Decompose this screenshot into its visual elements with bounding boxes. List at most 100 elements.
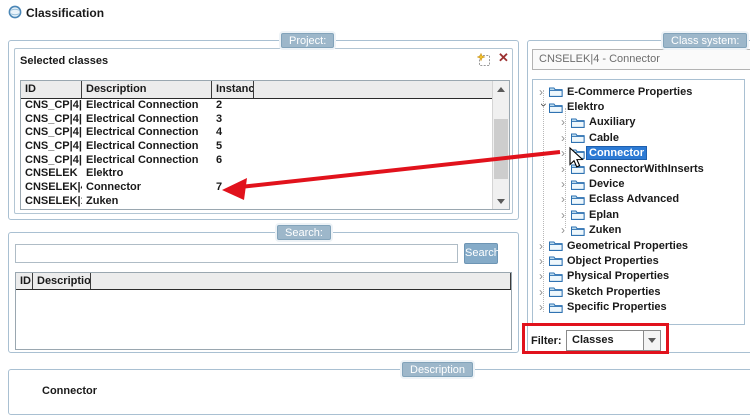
tree-item[interactable]: Eclass Advanced — [533, 192, 744, 207]
vertical-scrollbar[interactable] — [492, 81, 509, 209]
tree-item-label: E-Commerce Properties — [567, 85, 693, 98]
expander-icon[interactable] — [561, 117, 571, 127]
folder-icon — [571, 179, 587, 190]
expander-icon[interactable] — [561, 194, 571, 204]
tree-item-label: Cable — [589, 131, 619, 144]
expander-icon[interactable] — [539, 287, 549, 297]
expander-icon[interactable] — [539, 241, 549, 251]
expander-icon[interactable] — [561, 179, 571, 189]
expander-icon[interactable] — [561, 225, 571, 235]
column-header-instance[interactable]: Instance — [212, 81, 254, 98]
expander-icon[interactable] — [539, 302, 549, 312]
class-system-badge: Class system: — [663, 33, 748, 48]
tree-item[interactable]: ConnectorWithInserts — [533, 161, 744, 176]
tree-item[interactable]: Cable — [533, 130, 744, 145]
selected-classes-table: ID Description Instance CNS_CP|4|3 Elect… — [20, 80, 510, 210]
expander-icon[interactable] — [539, 103, 549, 113]
folder-icon — [549, 86, 565, 98]
search-input[interactable] — [15, 244, 458, 263]
expander-icon[interactable] — [561, 164, 571, 174]
cell-description: Connector — [86, 181, 141, 194]
filter-dropdown[interactable]: Classes — [566, 330, 661, 351]
tree-item[interactable]: Specific Properties — [533, 299, 744, 314]
tree-item-label: Geometrical Properties — [567, 239, 689, 252]
window-title: Classification — [26, 6, 105, 20]
scrollbar-thumb[interactable] — [494, 119, 508, 179]
expander-icon[interactable] — [539, 256, 549, 266]
tree-item-label: Specific Properties — [567, 301, 667, 314]
expander-icon[interactable] — [539, 271, 549, 281]
column-header-filler — [91, 273, 511, 289]
table-row[interactable]: CNS_CP|4|3 Electrical Connection 6 — [21, 154, 492, 168]
project-badge: Project: — [281, 33, 335, 48]
class-path-field[interactable]: CNSELEK|4 - Connector — [532, 49, 750, 70]
cell-id: CNS_CP|4|3 — [25, 153, 82, 166]
tree-item[interactable]: Auxiliary — [533, 115, 744, 130]
cell-description: Electrical Connection — [86, 153, 199, 166]
cell-id: CNSELEK|1 — [25, 194, 82, 207]
cell-description: Elektro — [86, 167, 124, 180]
class-tree: E-Commerce Properties Elektro — [532, 79, 745, 325]
description-badge: Description — [402, 362, 474, 377]
tree-item-label: Elektro — [567, 101, 605, 114]
chevron-down-icon — [648, 338, 656, 343]
delete-icon[interactable]: ✕ — [498, 50, 509, 65]
table-row[interactable]: CNS_CP|4|3 Electrical Connection 5 — [21, 140, 492, 154]
tree-item[interactable]: Device — [533, 176, 744, 191]
folder-icon — [571, 225, 587, 236]
app-icon — [8, 5, 22, 19]
cell-id: CNSELEK|4 — [25, 181, 82, 194]
folder-icon — [549, 102, 565, 113]
tree-item[interactable]: Object Properties — [533, 253, 744, 268]
expander-icon[interactable] — [539, 87, 549, 97]
tree-item[interactable]: Elektro — [533, 99, 744, 114]
tree-item[interactable]: Eplan — [533, 207, 744, 222]
cell-id: CNS_CP|4|3 — [25, 140, 82, 153]
folder-icon — [571, 148, 587, 159]
folder-icon — [549, 302, 565, 313]
column-header-description[interactable]: Description — [82, 81, 212, 98]
search-results-table: ID Description — [15, 272, 512, 350]
table-row[interactable]: CNSELEK Elektro — [21, 167, 492, 181]
tree-item[interactable]: Geometrical Properties — [533, 238, 744, 253]
expander-icon[interactable] — [561, 133, 571, 143]
tree-item[interactable]: E-Commerce Properties — [533, 84, 744, 99]
cell-id: CNS_CP|4|3 — [25, 99, 82, 111]
scroll-down-button[interactable] — [493, 193, 509, 209]
description-text: Connector — [42, 385, 97, 397]
table-row[interactable]: CNSELEK|1 Zuken — [21, 195, 492, 209]
cell-description: Electrical Connection — [86, 112, 199, 125]
tree-item[interactable]: Sketch Properties — [533, 284, 744, 299]
column-header-description[interactable]: Description — [33, 273, 91, 289]
expander-icon[interactable] — [561, 148, 571, 158]
description-panel — [8, 369, 750, 415]
table-row[interactable]: CNS_CP|4|3 Electrical Connection 3 — [21, 113, 492, 127]
search-table-header: ID Description — [16, 273, 511, 290]
tree-item[interactable]: Connector — [533, 146, 744, 161]
table-header: ID Description Instance — [21, 81, 509, 99]
table-row[interactable]: CNS_CP|4|3 Electrical Connection 4 — [21, 126, 492, 140]
column-header-id[interactable]: ID — [16, 273, 33, 289]
tree-item[interactable]: Physical Properties — [533, 269, 744, 284]
search-button[interactable]: Search — [464, 243, 500, 264]
folder-icon — [571, 163, 587, 175]
folder-icon — [571, 209, 587, 221]
cell-instance: 3 — [216, 112, 223, 125]
new-item-icon[interactable] — [477, 53, 491, 67]
column-header-id[interactable]: ID — [21, 81, 82, 98]
scroll-down-icon — [497, 198, 505, 204]
folder-icon — [571, 117, 587, 128]
table-row[interactable]: CNS_CP|4|3 Electrical Connection 2 — [21, 99, 492, 113]
tree-item-label: Zuken — [589, 224, 622, 237]
scroll-up-button[interactable] — [493, 81, 509, 97]
dropdown-button[interactable] — [643, 331, 660, 350]
cell-instance — [212, 195, 254, 209]
expander-icon[interactable] — [561, 210, 571, 220]
folder-icon — [549, 286, 565, 298]
tree-item[interactable]: Zuken — [533, 223, 744, 238]
tree-item-label: Object Properties — [567, 254, 659, 267]
cell-instance — [212, 167, 254, 181]
table-row[interactable]: CNSELEK|4 Connector 7 — [21, 181, 492, 195]
cell-instance: 4 — [216, 126, 223, 139]
search-badge: Search: — [277, 225, 331, 240]
